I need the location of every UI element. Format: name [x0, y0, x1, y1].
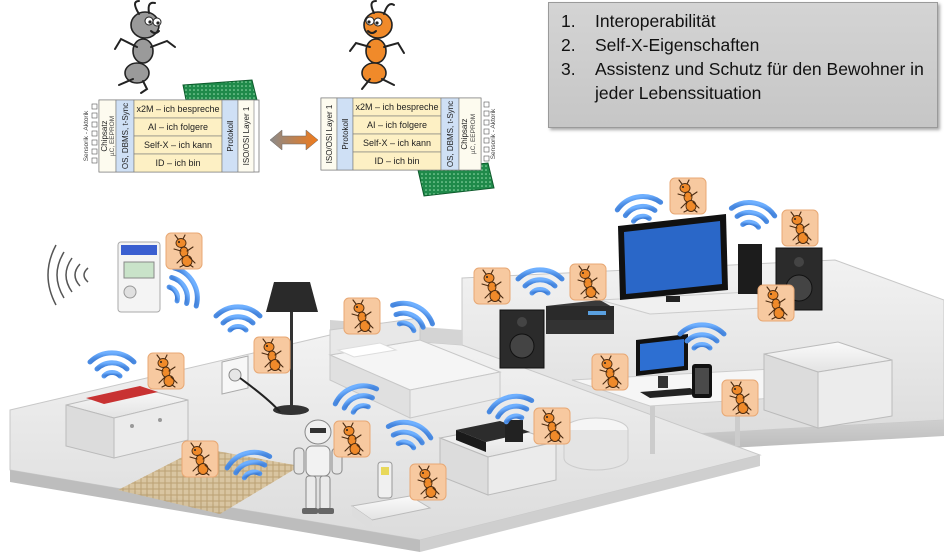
ant-mascot-icon: [147, 352, 185, 390]
protocol-stack-right: x2M – ich bespreche AI – ich folgere Sel…: [320, 97, 497, 171]
ant-mascot-icon: [669, 177, 707, 215]
floor-lamp: [266, 282, 318, 415]
side-os: OS, DBMS, t-Sync: [121, 103, 130, 169]
right-cabinet: [763, 341, 893, 429]
list-item: 2. Self-X-Eigenschaften: [561, 33, 937, 57]
side-sensorik: Sensorik - Aktorik: [83, 110, 90, 161]
ant-mascot-icon: [533, 407, 571, 445]
printer-cabinet: [438, 420, 558, 496]
orange-ant-icon: [349, 0, 405, 90]
list-number: 1.: [561, 11, 576, 31]
layer-id: ID – ich bin: [155, 158, 200, 168]
ant-mascot-icon: [757, 284, 795, 322]
side-uc: µC, EEPROM: [470, 114, 477, 154]
side-protokoll: Protokoll: [341, 118, 350, 149]
cordless-phone: [350, 461, 432, 530]
hifi-system: [546, 300, 614, 334]
wifi-signal-icon: [729, 199, 776, 229]
humanoid-robot: [293, 419, 343, 514]
ant-mascot-icon: [721, 379, 759, 417]
round-table: [563, 417, 629, 471]
layer-id: ID – ich bin: [374, 156, 419, 166]
ant-mascot-icon: [569, 263, 607, 301]
feature-list: 1. Interoperabilität 2. Self-X-Eigenscha…: [549, 3, 937, 105]
power-socket: [221, 355, 281, 413]
list-number: 3.: [561, 59, 576, 79]
thermostat-device: [117, 241, 161, 313]
ant-mascot-icon: [165, 232, 203, 270]
side-os: OS, DBMS, t-Sync: [446, 101, 455, 167]
ant-mascot-icon: [333, 420, 371, 458]
wifi-signal-icon: [216, 307, 260, 330]
side-sensorik: Sensorik - Aktorik: [490, 108, 497, 159]
ant-mascot-icon: [409, 463, 447, 501]
wifi-signal-icon: [90, 353, 134, 376]
side-uc: µC, EEPROM: [109, 116, 116, 156]
layer-selfx: Self-X – ich kann: [363, 138, 431, 148]
ant-mascot-icon: [591, 353, 629, 391]
side-iso: ISO/OSI Layer 1: [325, 104, 334, 163]
ant-mascot-icon: [181, 440, 219, 478]
layer-x2m: x2M – ich bespreche: [355, 102, 438, 112]
ant-mascot-icon: [473, 267, 511, 305]
monitor: [636, 334, 700, 398]
layer-ai: AI – ich folgere: [367, 120, 427, 130]
gray-ant-icon: [114, 0, 176, 94]
protocol-stack-left: x2M – ich bespreche AI – ich folgere Sel…: [83, 99, 260, 173]
wifi-signal-icon: [162, 263, 204, 313]
speaker-left: [499, 309, 545, 369]
list-item: 3. Assistenz und Schutz für den Bewohner…: [561, 57, 937, 105]
layer-x2m: x2M – ich bespreche: [136, 104, 219, 114]
router-cabinet: [65, 386, 189, 459]
double-arrow-icon: [269, 129, 319, 151]
list-text: Assistenz und Schutz für den Bewohner in…: [595, 59, 924, 103]
layer-ai: AI – ich folgere: [148, 122, 208, 132]
list-text: Interoperabilität: [595, 11, 716, 31]
side-protokoll: Protokoll: [226, 120, 235, 151]
game-console: [738, 244, 762, 294]
wifi-signal-icon: [616, 193, 663, 223]
side-iso: ISO/OSI Layer 1: [242, 106, 251, 165]
television: [618, 214, 728, 302]
ant-mascot-icon: [253, 336, 291, 374]
tablet: [692, 364, 712, 398]
signal-arcs: [47, 244, 89, 306]
layer-selfx: Self-X – ich kann: [144, 140, 212, 150]
ant-mascot-icon: [781, 209, 819, 247]
list-number: 2.: [561, 35, 576, 55]
ant-mascot-icon: [343, 297, 381, 335]
list-item: 1. Interoperabilität: [561, 9, 937, 33]
feature-list-box: 1. Interoperabilität 2. Self-X-Eigenscha…: [548, 2, 938, 128]
side-chipsatz: Chipsatz: [100, 120, 109, 151]
list-text: Self-X-Eigenschaften: [595, 35, 760, 55]
side-chipsatz: Chipsatz: [460, 118, 469, 149]
